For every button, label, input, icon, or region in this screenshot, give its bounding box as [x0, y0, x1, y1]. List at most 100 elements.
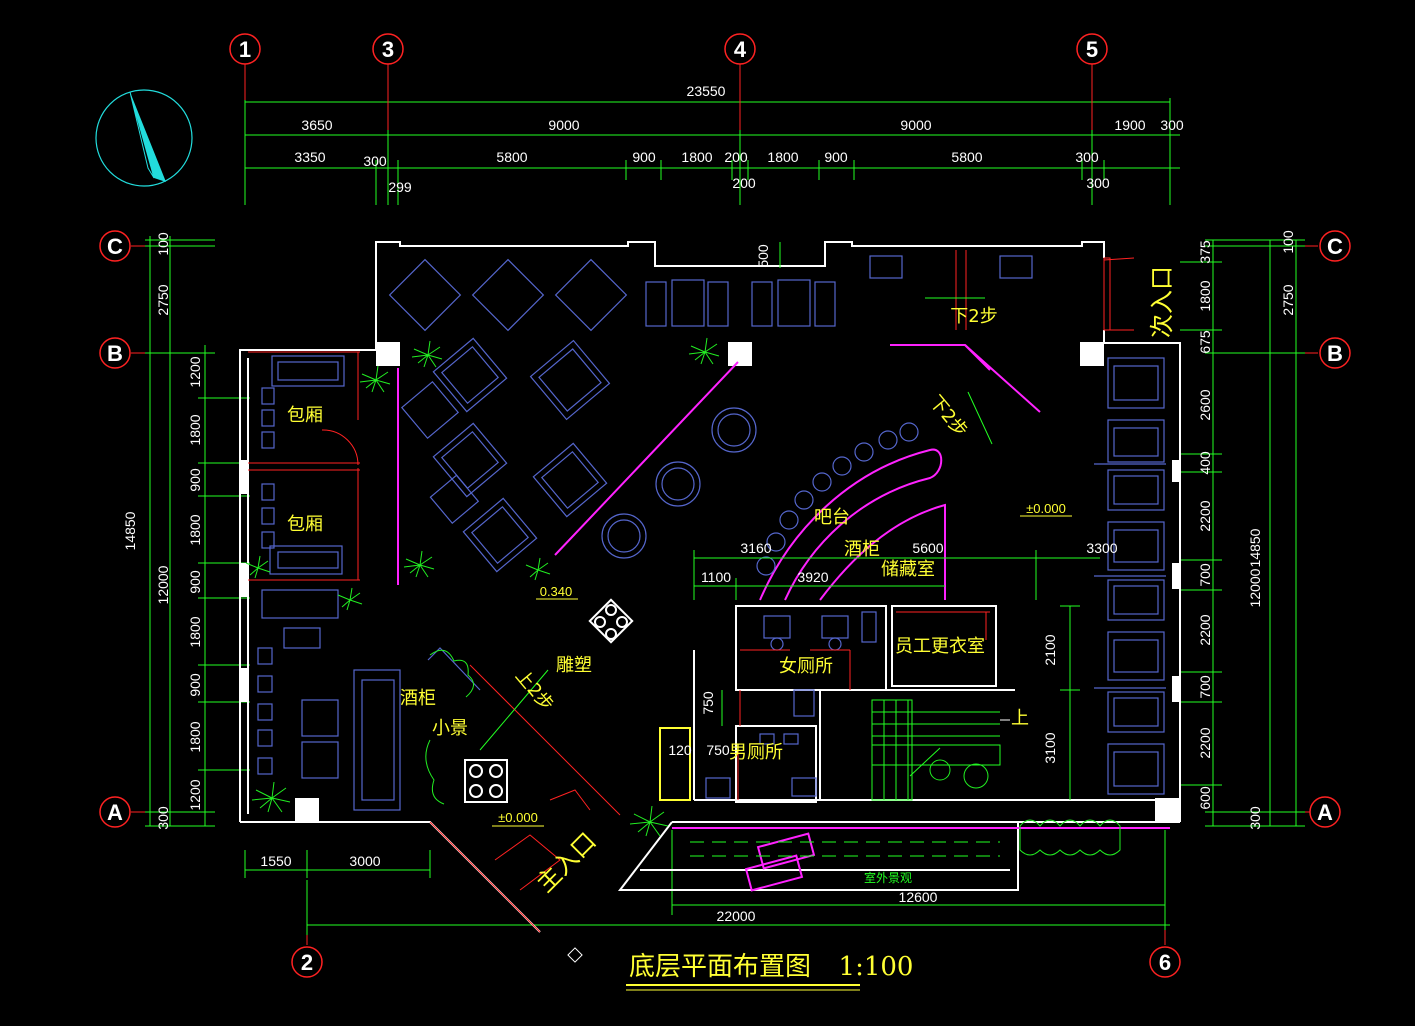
dim-top-r3: 5800 [496, 149, 527, 165]
note-elev-0-entry: ±0.000 [498, 810, 538, 825]
axis-bubble-A-right: A [1309, 796, 1341, 828]
dim-inner-r2: 1100 [701, 569, 731, 585]
room-second-entrance: 次入口 [1148, 266, 1176, 338]
svg-text:A: A [1317, 800, 1333, 825]
structural-columns [295, 342, 1179, 822]
round-tables [601, 407, 757, 559]
dim-left-inner: 1800 [187, 414, 203, 445]
axis-bubble-B-right: B [1319, 337, 1351, 369]
fountain-icon [464, 759, 508, 803]
dim-inner-r1: 3300 [1086, 540, 1117, 556]
direction-arrows [479, 297, 993, 777]
dim-top-r3: 900 [824, 149, 848, 165]
note-down-2-steps-diag: 下2步 [925, 392, 972, 442]
dim-toilet: 120 [668, 742, 692, 758]
bar-counter [759, 448, 946, 601]
dim-top-r2: 1900 [1114, 117, 1145, 133]
svg-text:3: 3 [382, 37, 394, 62]
svg-text:B: B [107, 341, 123, 366]
dim-left-inner: 1200 [187, 779, 203, 810]
svg-text:4: 4 [734, 37, 747, 62]
svg-text:A: A [107, 800, 123, 825]
top-dimension-lines [244, 98, 1180, 205]
dim-right-inner: 400 [1197, 451, 1213, 475]
axis-bubble-6: 6 [1149, 946, 1181, 978]
room-sculpture: 雕塑 [556, 655, 592, 676]
dim-left-inner: 1800 [187, 721, 203, 752]
dim-top-r4: 200 [732, 175, 756, 191]
dim-top-r2: 300 [1160, 117, 1184, 133]
dim-toilet: 750 [706, 742, 730, 758]
dim-right-inner: 2200 [1197, 500, 1213, 531]
dim-inner-r1: 3160 [740, 540, 771, 556]
room-men-wc: 男厕所 [729, 742, 783, 763]
dim-right-mid: 12000 [1247, 568, 1263, 607]
dim-right-inner: 2600 [1197, 389, 1213, 420]
dim-right-inner: 700 [1197, 675, 1213, 699]
right-dimension-lines [1180, 239, 1305, 827]
dim-left-inner: 1200 [187, 356, 203, 387]
room-staff: 员工更衣室 [895, 636, 985, 657]
note-elev-0: ±0.000 [1026, 501, 1066, 516]
dim-top-r3: 200 [724, 149, 748, 165]
private-room-furniture [257, 355, 401, 811]
dim-top-r3: 1800 [681, 149, 712, 165]
dim-right-mid: 2750 [1280, 284, 1296, 315]
dim-left-mid: 12000 [155, 565, 171, 604]
axis-bubble-C-left: C [99, 230, 131, 262]
dim-toilet: 750 [700, 691, 716, 715]
bottom-dimension-lines [244, 830, 1170, 935]
note-up-2-steps: 上2步 [511, 666, 558, 716]
bar-stools [756, 422, 919, 576]
dim-right-inner: 675 [1197, 330, 1213, 354]
dining-tables-diagonal [400, 337, 611, 573]
dim-total-width: 23550 [687, 83, 726, 99]
dim-top-r3: 1800 [767, 149, 798, 165]
dim-right-inner: 2200 [1197, 614, 1213, 645]
room-wine-cabinet-2: 酒柜 [400, 688, 436, 709]
room-storage: 储藏室 [881, 559, 935, 580]
dim-left-inner: 900 [187, 468, 203, 492]
outdoor-bench [744, 832, 816, 892]
toilet-fixtures [705, 611, 877, 799]
dim-top-r4: 300 [1086, 175, 1110, 191]
svg-text:5: 5 [1086, 37, 1098, 62]
svg-text:C: C [107, 234, 123, 259]
dim-left-inner: 900 [187, 673, 203, 697]
dim-inner-r1: 5600 [912, 540, 943, 556]
title-underline [626, 984, 860, 991]
svg-text:2: 2 [301, 950, 313, 975]
dim-top-r3: 900 [632, 149, 656, 165]
axis-bubble-5: 5 [1076, 33, 1108, 65]
dim-left-mid: 2750 [155, 284, 171, 315]
axis-bubble-C-right: C [1319, 230, 1351, 262]
dim-inner-r2: 3920 [797, 569, 828, 585]
right-booths [1094, 357, 1166, 795]
dim-door: 500 [755, 244, 771, 268]
wine-cabinet-small-scene [427, 647, 481, 691]
svg-text:B: B [1327, 341, 1343, 366]
private-room-walls [248, 351, 360, 581]
dim-right-top: 100 [1280, 230, 1296, 254]
dim-top-r2: 9000 [548, 117, 579, 133]
dim-top-r2: 3650 [301, 117, 332, 133]
axis-bubble-3: 3 [372, 33, 404, 65]
svg-text:1: 1 [239, 37, 251, 62]
axis-bubble-B-left: B [99, 337, 131, 369]
dim-left-outer: 14850 [122, 511, 138, 550]
dim-right-inner: 2200 [1197, 727, 1213, 758]
sculpture-icon [588, 598, 634, 644]
service-doors [737, 611, 990, 800]
dim-top-r4: 299 [388, 179, 412, 195]
room-private-2: 包厢 [287, 514, 323, 535]
room-outdoor: 室外景观 [864, 870, 912, 885]
dim-bottom-mid: 12600 [899, 889, 938, 905]
drawing-scale: 1:100 [839, 952, 914, 982]
dim-top-r3: 300 [363, 153, 387, 169]
dim-left-inner: 1800 [187, 514, 203, 545]
dim-bottom-left: 1550 [260, 853, 291, 869]
dim-bottom-left: 3000 [349, 853, 380, 869]
room-wine-cabinet: 酒柜 [844, 539, 880, 560]
dim-right-inner: 600 [1197, 786, 1213, 810]
